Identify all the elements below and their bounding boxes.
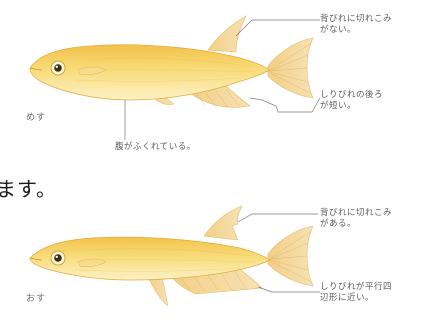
leader-female-dorsal [236,20,320,36]
leader-male-dorsal [238,214,318,222]
female-dorsal-fin [208,16,246,52]
female-sex-label: めす [26,113,46,124]
female-dorsal-note: 背びれに切れこみ がない。 [320,14,392,36]
male-sex-label: おす [26,294,46,305]
male-dorsal-note: 背びれに切れこみ がある。 [320,208,392,230]
female-belly-note: 腹がふくれている。 [115,142,196,153]
male-pelvic-fin [148,277,168,306]
female-fish [30,16,313,108]
female-body [30,45,270,100]
male-fish [30,206,313,306]
male-anal-note: しりびれが平行四 辺形に近い。 [320,282,392,304]
male-dorsal-fin [204,206,242,240]
body-text: ます。 [0,173,57,202]
leader-female-anal [250,98,320,112]
leader-male-anal [258,287,320,292]
female-anal-note: しりびれの後ろ が短い。 [320,90,383,112]
